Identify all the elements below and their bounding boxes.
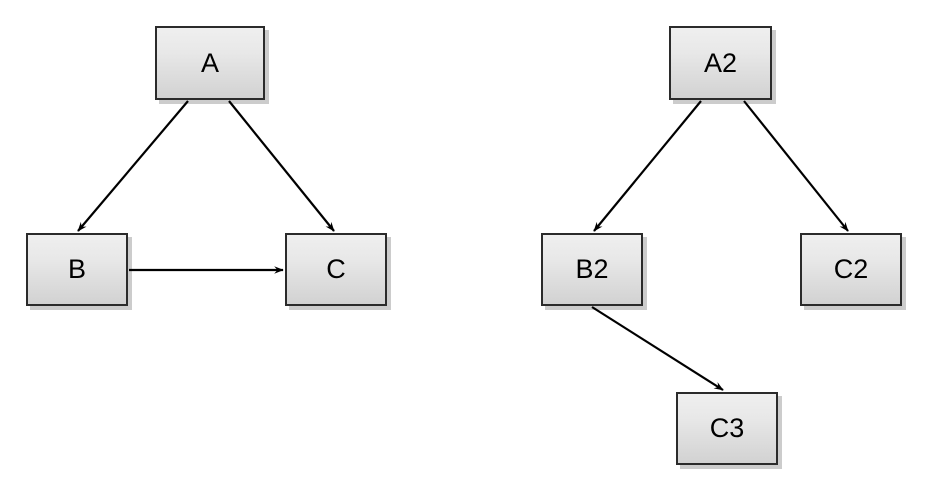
node-label-c2: C2 — [833, 254, 869, 284]
edge-group — [77, 100, 849, 391]
node-c3[interactable]: C3 — [676, 392, 778, 465]
edge-a2-to-b2 — [593, 100, 702, 232]
node-label-a2: A2 — [703, 47, 738, 78]
node-label-c3: C3 — [709, 413, 745, 443]
edge-a-to-b — [77, 100, 189, 232]
node-label-c: C — [326, 254, 346, 284]
edge-a-to-c — [228, 100, 335, 232]
node-label-b2: B2 — [575, 254, 609, 284]
node-label-b: B — [67, 254, 86, 284]
node-label-a: A — [200, 47, 219, 78]
node-c2[interactable]: C2 — [800, 233, 902, 306]
node-a2[interactable]: A2 — [669, 26, 772, 100]
node-b[interactable]: B — [26, 233, 128, 306]
edge-b2-to-c3 — [591, 306, 724, 391]
node-a[interactable]: A — [155, 26, 265, 100]
node-c[interactable]: C — [285, 233, 387, 306]
edge-a2-to-c2 — [743, 100, 849, 232]
node-b2[interactable]: B2 — [541, 233, 643, 306]
